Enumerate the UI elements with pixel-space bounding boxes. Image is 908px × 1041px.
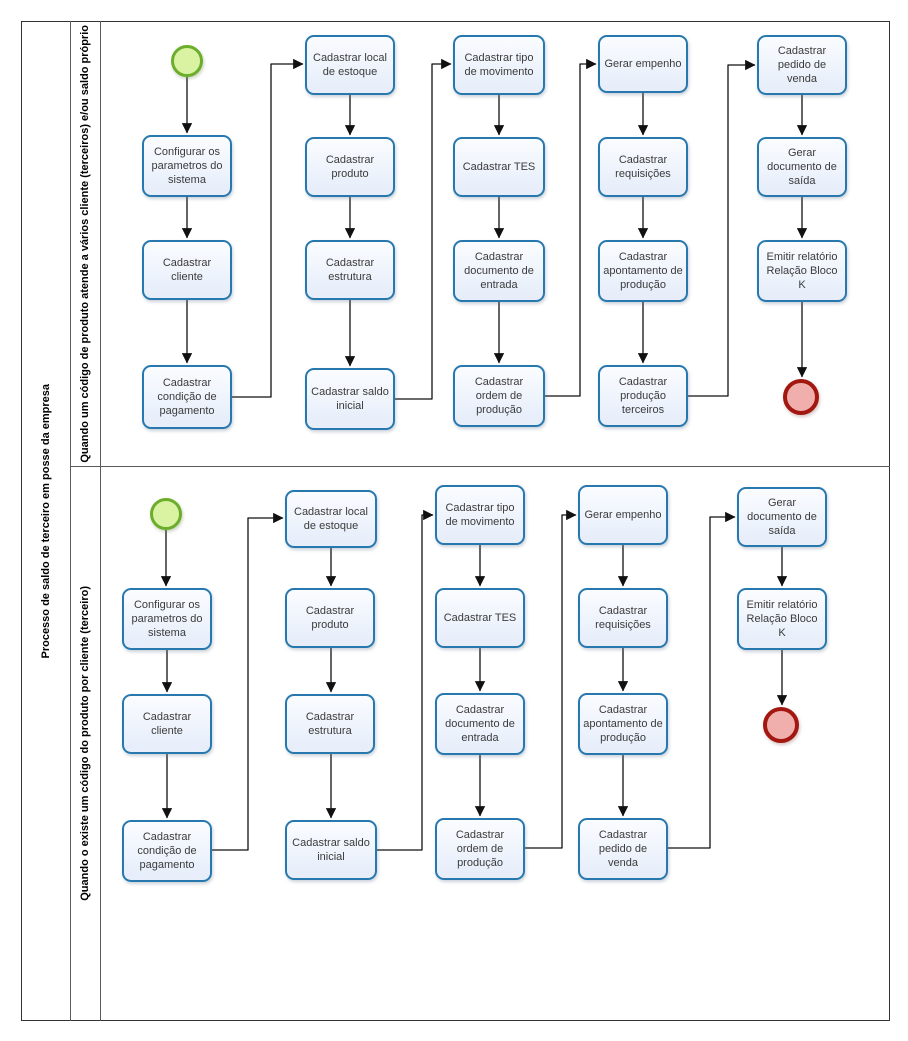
- lane-2-label-band: Quando o existe um código do produto por…: [70, 466, 100, 1021]
- task-label: Configurar os parametros do sistema: [131, 598, 203, 640]
- lane-1-label-band: Quando um código de produto atende a vár…: [70, 21, 100, 466]
- task-label: Cadastrar pedido de venda: [598, 828, 648, 870]
- task-label: Cadastrar pedido de venda: [777, 44, 827, 86]
- task-label: Cadastrar estrutura: [305, 710, 355, 737]
- task-label: Cadastrar saldo inicial: [292, 836, 370, 863]
- task-cadastrar-documento-entrada-lane1[interactable]: Cadastrar documento de entrada: [453, 240, 545, 302]
- task-label: Cadastrar estrutura: [325, 256, 375, 283]
- task-cadastrar-local-estoque-lane2[interactable]: Cadastrar local de estoque: [285, 490, 377, 548]
- task-label: Cadastrar requisições: [595, 604, 651, 631]
- task-label: Emitir relatório Relação Bloco K: [766, 250, 838, 292]
- lane-label-divider: [100, 21, 101, 1021]
- lane-divider: [70, 466, 890, 467]
- task-cadastrar-documento-entrada-lane2[interactable]: Cadastrar documento de entrada: [435, 693, 525, 755]
- task-cadastrar-local-estoque-lane1[interactable]: Cadastrar local de estoque: [305, 35, 395, 95]
- task-cadastrar-producao-terceiros-lane1[interactable]: Cadastrar produção terceiros: [598, 365, 688, 427]
- task-label: Gerar empenho: [604, 57, 682, 70]
- task-label: Cadastrar cliente: [142, 710, 192, 737]
- task-cadastrar-produto-lane2[interactable]: Cadastrar produto: [285, 588, 375, 648]
- start-event-lane2[interactable]: [150, 498, 182, 530]
- task-cadastrar-cliente-lane1[interactable]: Cadastrar cliente: [142, 240, 232, 300]
- pool-title-band: Processo de saldo de terceiro em posse d…: [21, 21, 70, 1021]
- task-label: Cadastrar TES: [462, 160, 536, 173]
- task-configurar-parametros-lane2[interactable]: Configurar os parametros do sistema: [122, 588, 212, 650]
- task-label: Cadastrar tipo de movimento: [464, 51, 534, 78]
- task-label: Cadastrar produto: [305, 604, 355, 631]
- task-label: Gerar empenho: [584, 508, 662, 521]
- task-cadastrar-saldo-inicial-lane2[interactable]: Cadastrar saldo inicial: [285, 820, 377, 880]
- task-gerar-empenho-lane2[interactable]: Gerar empenho: [578, 485, 668, 545]
- task-label: Cadastrar cliente: [162, 256, 212, 283]
- task-label: Cadastrar documento de entrada: [445, 703, 515, 745]
- task-cadastrar-produto-lane1[interactable]: Cadastrar produto: [305, 137, 395, 197]
- task-label: Cadastrar ordem de produção: [455, 828, 505, 870]
- task-label: Gerar documento de saída: [767, 146, 837, 188]
- task-emitir-relatorio-bloco-k-lane1[interactable]: Emitir relatório Relação Bloco K: [757, 240, 847, 302]
- task-label: Cadastrar local de estoque: [294, 505, 368, 532]
- task-label: Cadastrar apontamento de produção: [603, 250, 683, 292]
- task-label: Cadastrar tipo de movimento: [445, 501, 515, 528]
- task-cadastrar-estrutura-lane2[interactable]: Cadastrar estrutura: [285, 694, 375, 754]
- task-cadastrar-apontamento-producao-lane1[interactable]: Cadastrar apontamento de produção: [598, 240, 688, 302]
- start-event-lane1[interactable]: [171, 45, 203, 77]
- task-label: Cadastrar condição de pagamento: [157, 376, 217, 418]
- task-cadastrar-condicao-pagamento-lane1[interactable]: Cadastrar condição de pagamento: [142, 365, 232, 429]
- task-cadastrar-saldo-inicial-lane1[interactable]: Cadastrar saldo inicial: [305, 368, 395, 430]
- task-cadastrar-tes-lane1[interactable]: Cadastrar TES: [453, 137, 545, 197]
- lane-2-label: Quando o existe um código do produto por…: [79, 586, 91, 901]
- task-cadastrar-requisicoes-lane2[interactable]: Cadastrar requisições: [578, 588, 668, 648]
- task-cadastrar-apontamento-producao-lane2[interactable]: Cadastrar apontamento de produção: [578, 693, 668, 755]
- task-emitir-relatorio-bloco-k-lane2[interactable]: Emitir relatório Relação Bloco K: [737, 588, 827, 650]
- task-gerar-documento-saida-lane2[interactable]: Gerar documento de saída: [737, 487, 827, 547]
- pool-title: Processo de saldo de terceiro em posse d…: [39, 383, 52, 659]
- task-cadastrar-cliente-lane2[interactable]: Cadastrar cliente: [122, 694, 212, 754]
- task-cadastrar-tipo-movimento-lane1[interactable]: Cadastrar tipo de movimento: [453, 35, 545, 95]
- task-label: Cadastrar produção terceiros: [618, 375, 668, 417]
- task-cadastrar-condicao-pagamento-lane2[interactable]: Cadastrar condição de pagamento: [122, 820, 212, 882]
- task-cadastrar-ordem-producao-lane1[interactable]: Cadastrar ordem de produção: [453, 365, 545, 427]
- task-configurar-parametros-lane1[interactable]: Configurar os parametros do sistema: [142, 135, 232, 197]
- lane-1-label: Quando um código de produto atende a vár…: [79, 24, 91, 463]
- task-cadastrar-estrutura-lane1[interactable]: Cadastrar estrutura: [305, 240, 395, 300]
- task-cadastrar-tes-lane2[interactable]: Cadastrar TES: [435, 588, 525, 648]
- task-label: Cadastrar produto: [325, 153, 375, 180]
- task-gerar-empenho-lane1[interactable]: Gerar empenho: [598, 35, 688, 93]
- task-label: Cadastrar local de estoque: [313, 51, 387, 78]
- task-label: Cadastrar saldo inicial: [311, 385, 389, 412]
- pool-title-divider: [70, 21, 71, 1021]
- end-event-lane1[interactable]: [783, 379, 819, 415]
- end-event-lane2[interactable]: [763, 707, 799, 743]
- task-cadastrar-requisicoes-lane1[interactable]: Cadastrar requisições: [598, 137, 688, 197]
- task-label: Configurar os parametros do sistema: [151, 145, 223, 187]
- task-label: Cadastrar ordem de produção: [474, 375, 524, 417]
- task-label: Cadastrar requisições: [615, 153, 671, 180]
- task-label: Cadastrar TES: [443, 611, 517, 624]
- task-cadastrar-tipo-movimento-lane2[interactable]: Cadastrar tipo de movimento: [435, 485, 525, 545]
- task-cadastrar-ordem-producao-lane2[interactable]: Cadastrar ordem de produção: [435, 818, 525, 880]
- task-label: Emitir relatório Relação Bloco K: [746, 598, 818, 640]
- task-gerar-documento-saida-lane1[interactable]: Gerar documento de saída: [757, 137, 847, 197]
- task-label: Cadastrar apontamento de produção: [583, 703, 663, 745]
- task-cadastrar-pedido-venda-lane1[interactable]: Cadastrar pedido de venda: [757, 35, 847, 95]
- task-label: Cadastrar condição de pagamento: [137, 830, 197, 872]
- task-cadastrar-pedido-venda-lane2[interactable]: Cadastrar pedido de venda: [578, 818, 668, 880]
- task-label: Gerar documento de saída: [747, 496, 817, 538]
- task-label: Cadastrar documento de entrada: [464, 250, 534, 292]
- pool-border: [21, 21, 890, 1021]
